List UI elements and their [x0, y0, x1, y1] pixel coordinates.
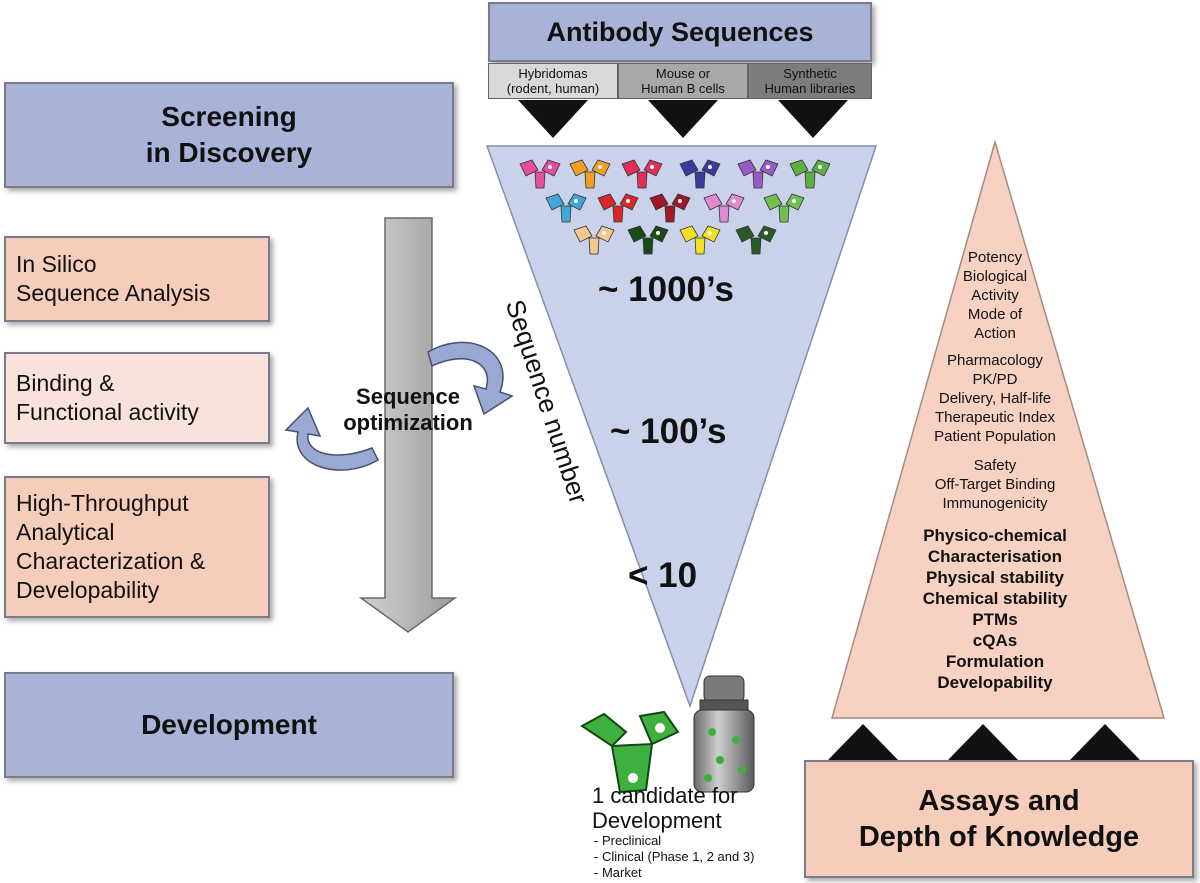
- source-b-cells: Mouse or Human B cells: [618, 63, 748, 99]
- development-title: Development: [141, 709, 317, 740]
- antibody-glyph: [597, 193, 639, 223]
- pyramid-group-pharmacology: Pharmacology PK/PD Delivery, Half-life T…: [934, 352, 1056, 445]
- header-title: Antibody Sequences: [546, 16, 814, 47]
- count-100s: ~ 100’s: [610, 412, 727, 451]
- stage-preclinical: - Preclinical: [594, 833, 662, 848]
- pyramid-group-safety: Safety Off-Target Binding Immunogenicity: [934, 457, 1056, 512]
- assays-depth-of-knowledge: Assays and Depth of Knowledge: [804, 760, 1194, 878]
- source-label: Hybridomas (rodent, human): [506, 66, 600, 96]
- antibody-glyph: [763, 193, 805, 223]
- candidate-stages: - Preclinical - Clinical (Phase 1, 2 and…: [594, 833, 754, 881]
- antibody-glyph: [735, 225, 777, 255]
- step-high-throughput: High-Throughput Analytical Characterizat…: [4, 476, 270, 618]
- step-binding: Binding & Functional activity: [4, 352, 270, 444]
- antibody-glyph: [679, 159, 721, 189]
- antibody-glyph: [679, 225, 721, 255]
- step-in-silico: In Silico Sequence Analysis: [4, 236, 270, 322]
- sequence-optimization-label: Sequence optimization: [343, 384, 473, 435]
- pyramid-text: Potency Biological Activity Mode of Acti…: [880, 248, 1110, 693]
- antibody-glyph: [703, 193, 745, 223]
- step-label: High-Throughput Analytical Characterizat…: [16, 490, 206, 603]
- antibody-glyph: [545, 193, 587, 223]
- antibody-glyph: [573, 225, 615, 255]
- stage-market: - Market: [594, 865, 642, 880]
- sequence-number-axis-label: Sequence number: [499, 296, 595, 508]
- development-box: Development: [4, 672, 454, 778]
- count-1000s: ~ 1000’s: [598, 270, 734, 309]
- stage-clinical: - Clinical (Phase 1, 2 and 3): [594, 849, 755, 864]
- step-label: Binding & Functional activity: [16, 370, 199, 425]
- antibody-glyph: [789, 159, 831, 189]
- source-synthetic: Synthetic Human libraries: [748, 63, 872, 99]
- antibody-glyph: [621, 159, 663, 189]
- antibody-glyph: [649, 193, 691, 223]
- candidate-title: 1 candidate for Development: [592, 783, 738, 833]
- source-hybridomas: Hybridomas (rodent, human): [488, 63, 618, 99]
- count-under-10: < 10: [628, 556, 698, 595]
- antibody-sequences-header: Antibody Sequences: [488, 2, 872, 62]
- screening-in-discovery: Screening in Discovery: [4, 82, 454, 188]
- pyramid-group-physico-chemical: Physico-chemical Characterisation Physic…: [922, 526, 1068, 692]
- screening-title: Screening in Discovery: [145, 101, 313, 168]
- step-label: In Silico Sequence Analysis: [16, 251, 211, 306]
- source-label: Synthetic Human libraries: [764, 66, 856, 96]
- antibody-glyph: [737, 159, 779, 189]
- antibody-glyph: [519, 159, 561, 189]
- pyramid-group-potency: Potency Biological Activity Mode of Acti…: [962, 249, 1028, 342]
- antibody-glyph: [569, 159, 611, 189]
- source-label: Mouse or Human B cells: [641, 66, 725, 96]
- antibody-glyph: [627, 225, 669, 255]
